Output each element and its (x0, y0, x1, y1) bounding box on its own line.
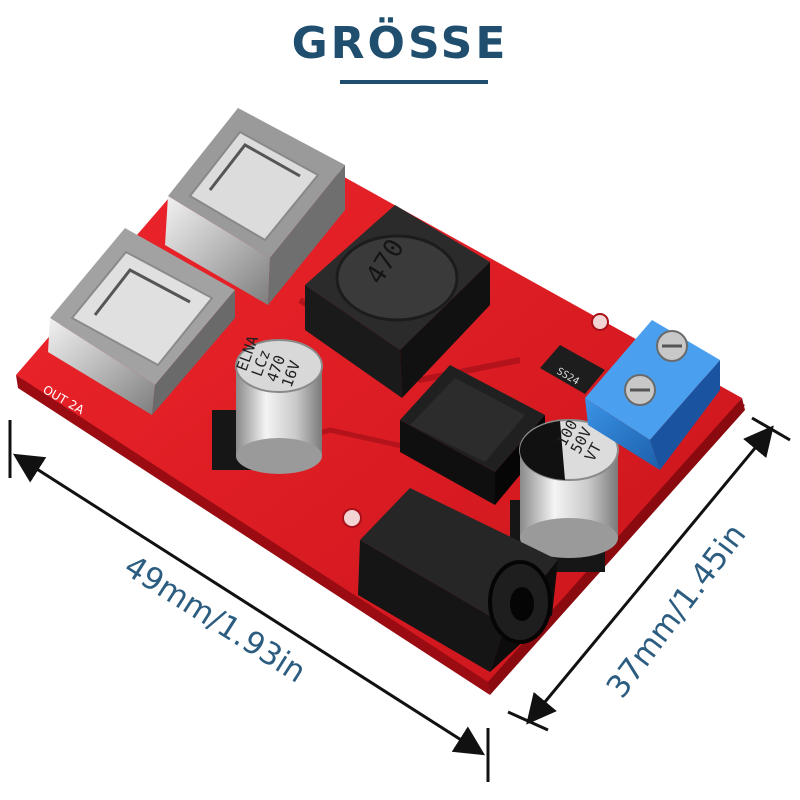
mounting-hole (342, 508, 362, 528)
usb-port-rear (165, 108, 345, 305)
page-title: GRÖSSE (291, 18, 509, 69)
power-inductor: 470 (305, 205, 490, 398)
mounting-hole (591, 313, 609, 331)
width-dimension-label: 49mm/1.93in (118, 548, 312, 690)
usb-port-front (48, 228, 235, 415)
title-underline (340, 80, 488, 84)
